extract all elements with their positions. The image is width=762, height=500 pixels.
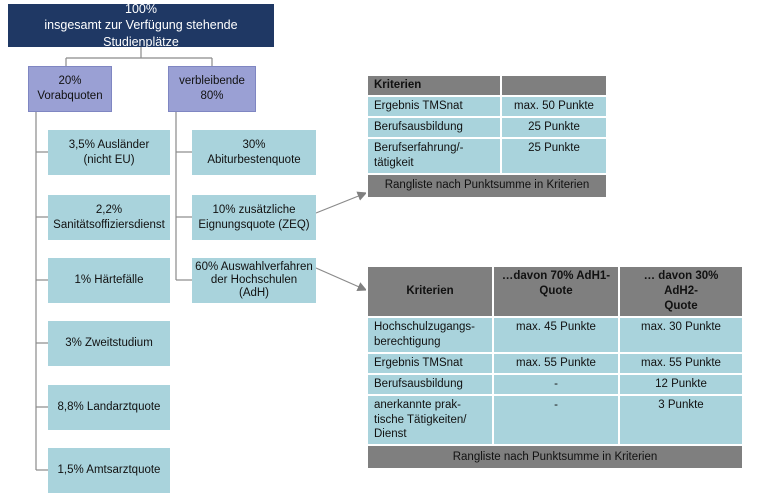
quota-line: 30% <box>242 138 266 151</box>
quota-line: 1,5% Amtsarztquote <box>57 464 161 477</box>
table-row: Berufsausbildung - 12 Punkte <box>366 372 744 396</box>
table-header-row: Kriterien …davon 70% AdH1- Quote … davon… <box>366 265 744 318</box>
table-footer-row: Rangliste nach Punktsumme in Kriterien <box>366 444 744 471</box>
remaining-percent: 80% <box>200 90 224 102</box>
table-cell: max. 55 Punkte <box>618 351 744 375</box>
table-cell: 25 Punkte <box>500 115 608 139</box>
table-header-cell: … davon 30% AdH2- Quote <box>618 265 744 318</box>
table-header-cell: …davon 70% AdH1- Quote <box>492 265 620 318</box>
table-cell: - <box>492 393 620 447</box>
quota-box-sanitaetsoffiziersdienst: 2,2% Sanitätsoffiziersdienst <box>48 195 170 240</box>
table-row: Berufserfahrung/- tätigkeit 25 Punkte <box>366 136 608 175</box>
vorabquoten-label: Vorabquoten <box>37 90 103 102</box>
quota-line: Eignungsquote (ZEQ) <box>198 218 310 231</box>
table-row: Ergebnis TMSnat max. 55 Punkte max. 55 P… <box>366 351 744 375</box>
table-cell: max. 50 Punkte <box>500 94 608 118</box>
total-label: insgesamt zur Verfügung stehende Studien… <box>44 18 238 49</box>
quota-box-abiturbestenquote: 30% Abiturbestenquote <box>192 130 316 175</box>
table-cell: 3 Punkte <box>618 393 744 447</box>
table-cell: anerkannte prak- tische Tätigkeiten/ Die… <box>366 393 494 447</box>
table-header-row: Kriterien <box>366 74 608 97</box>
total-percent: 100% <box>125 2 157 17</box>
zeq-criteria-table: Kriterien Ergebnis TMSnat max. 50 Punkte… <box>366 74 608 199</box>
table-header-cell: Kriterien <box>366 74 502 97</box>
table-cell: 25 Punkte <box>500 136 608 175</box>
total-study-places-box: 100% insgesamt zur Verfügung stehende St… <box>8 2 274 49</box>
table-cell: Ergebnis TMSnat <box>366 351 494 375</box>
table-cell: Hochschulzugangs- berechtigung <box>366 315 494 354</box>
vorabquoten-percent: 20% <box>58 75 82 88</box>
quota-box-auslaender: 3,5% Ausländer (nicht EU) <box>48 130 170 175</box>
quota-line: der Hochschulen <box>210 273 298 286</box>
quota-line: Sanitätsoffiziersdienst <box>53 218 165 231</box>
table-row: Hochschulzugangs- berechtigung max. 45 P… <box>366 315 744 354</box>
arrow-to-zeq-table <box>315 191 368 214</box>
quota-box-adh: 60% Auswahlverfahren der Hochschulen (Ad… <box>192 258 316 303</box>
remaining-box: verbleibende 80% <box>168 66 256 112</box>
table-header-cell <box>500 74 608 97</box>
table-cell: max. 45 Punkte <box>492 315 620 354</box>
table-row: anerkannte prak- tische Tätigkeiten/ Die… <box>366 393 744 447</box>
quota-line: (AdH) <box>238 287 270 300</box>
quota-line: 10% zusätzliche <box>212 203 296 216</box>
quota-line: 3,5% Ausländer <box>68 138 150 151</box>
quota-line: Abiturbestenquote <box>207 153 301 166</box>
table-header-cell: Kriterien <box>366 265 494 318</box>
vorabquoten-box: 20% Vorabquoten <box>28 66 112 112</box>
quota-line: 60% Auswahlverfahren <box>195 260 313 273</box>
quota-box-landarztquote: 8,8% Landarztquote <box>48 385 170 430</box>
quota-line: 3% Zweitstudium <box>65 337 153 350</box>
quota-line: 2,2% <box>95 203 123 216</box>
quota-line: 8,8% Landarztquote <box>57 401 161 414</box>
table-footer: Rangliste nach Punktsumme in Kriterien <box>366 444 744 471</box>
quota-box-haertefaelle: 1% Härtefälle <box>48 258 170 303</box>
table-cell: 12 Punkte <box>618 372 744 396</box>
table-cell: Berufsausbildung <box>366 115 502 139</box>
quota-box-amtsarztquote: 1,5% Amtsarztquote <box>48 448 170 493</box>
table-cell: - <box>492 372 620 396</box>
table-cell: Berufserfahrung/- tätigkeit <box>366 136 502 175</box>
table-cell: Ergebnis TMSnat <box>366 94 502 118</box>
quota-box-zeq: 10% zusätzliche Eignungsquote (ZEQ) <box>192 195 316 240</box>
remaining-label: verbleibende <box>179 75 245 88</box>
arrow-to-adh-table <box>315 267 368 292</box>
table-row: Ergebnis TMSnat max. 50 Punkte <box>366 94 608 118</box>
table-row: Berufsausbildung 25 Punkte <box>366 115 608 139</box>
quota-box-zweitstudium: 3% Zweitstudium <box>48 321 170 366</box>
table-footer-row: Rangliste nach Punktsumme in Kriterien <box>366 172 608 199</box>
quota-line: (nicht EU) <box>83 153 135 166</box>
table-cell: max. 55 Punkte <box>492 351 620 375</box>
quota-line: 1% Härtefälle <box>74 274 144 287</box>
table-footer: Rangliste nach Punktsumme in Kriterien <box>366 172 608 199</box>
table-cell: max. 30 Punkte <box>618 315 744 354</box>
table-cell: Berufsausbildung <box>366 372 494 396</box>
adh-criteria-table: Kriterien …davon 70% AdH1- Quote … davon… <box>366 265 744 471</box>
